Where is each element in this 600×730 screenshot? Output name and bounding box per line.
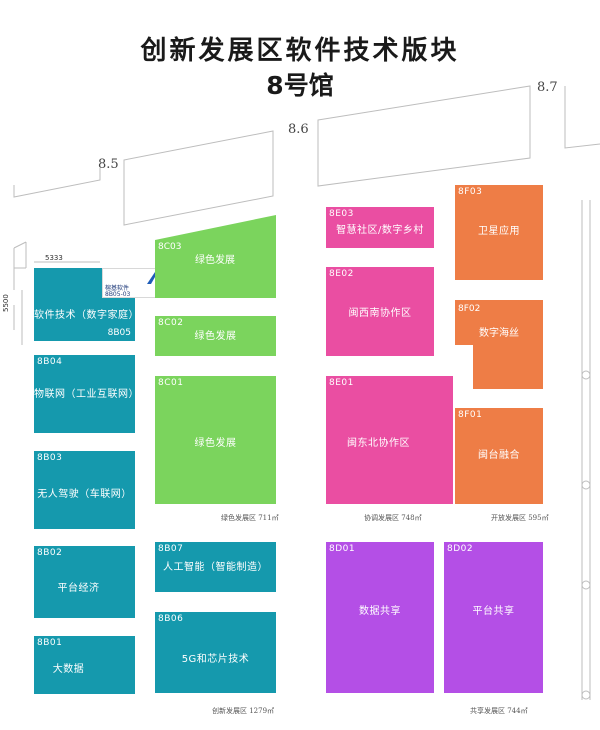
booth-code: 8F01 bbox=[458, 410, 483, 420]
booth-name: 闽台融合 bbox=[478, 450, 520, 461]
booth-name: 平台共享 bbox=[472, 606, 515, 617]
booth-8e02[interactable]: 8E02 闽西南协作区 bbox=[326, 267, 434, 356]
booth-code: 8B01 bbox=[37, 638, 63, 648]
booth-code: 8F02 bbox=[458, 304, 480, 314]
booth-8c03[interactable]: 8C03 绿色发展 bbox=[155, 215, 276, 298]
booth-8b03[interactable]: 8B03 无人驾驶（车联网） bbox=[34, 451, 135, 529]
booth-name: 卫星应用 bbox=[478, 226, 520, 237]
booth-name: 绿色发展 bbox=[194, 331, 237, 342]
booth-8f01[interactable]: 8F01 闽台融合 bbox=[455, 408, 543, 504]
booth-8b05[interactable]: 榕基软件 8B05-03 软件技术（数字家庭） 8B05 bbox=[34, 268, 167, 341]
zone-label-green: 绿色发展区 711㎡ bbox=[221, 514, 279, 522]
booth-name: 5G和芯片技术 bbox=[181, 654, 250, 665]
booth-name: 绿色发展 bbox=[195, 253, 235, 266]
booth-name: 无人驾驶（车联网） bbox=[37, 489, 132, 500]
zone-label-share: 共享发展区 744㎡ bbox=[470, 707, 528, 715]
booth-name: 数字海丝 bbox=[479, 326, 519, 339]
booth-8e03[interactable]: 8E03 智慧社区/数字乡村 bbox=[326, 207, 434, 248]
booth-code: 8E02 bbox=[329, 269, 354, 279]
booth-code: 8C01 bbox=[158, 378, 184, 388]
booth-8e01[interactable]: 8E01 闽东北协作区 bbox=[326, 376, 453, 504]
zone-label-coordination: 协调发展区 748㎡ bbox=[364, 514, 422, 522]
booth-name: 大数据 bbox=[52, 664, 85, 675]
hall-title: 8号馆 bbox=[266, 71, 334, 100]
booth-8c02[interactable]: 8C02 绿色发展 bbox=[155, 316, 276, 356]
booth-code: 8B03 bbox=[37, 453, 63, 463]
booth-code: 8D01 bbox=[329, 544, 356, 554]
booth-code: 8B07 bbox=[158, 544, 184, 554]
height-dimension: 5500 bbox=[2, 294, 10, 312]
booth-8b06[interactable]: 8B06 5G和芯片技术 bbox=[155, 612, 276, 693]
booth-8c01[interactable]: 8C01 绿色发展 bbox=[155, 376, 276, 504]
zone-label-innovation: 创新发展区 1279㎡ bbox=[212, 707, 275, 715]
booth-8f03[interactable]: 8F03 卫星应用 bbox=[455, 185, 543, 280]
booth-8d02[interactable]: 8D02 平台共享 bbox=[444, 542, 543, 693]
grid-label-8-5: 8.5 bbox=[98, 157, 119, 172]
booth-code: 8E01 bbox=[329, 378, 354, 388]
booth-code: 8D02 bbox=[447, 544, 474, 554]
booth-name: 平台经济 bbox=[57, 583, 100, 594]
booth-code: 8B05 bbox=[107, 328, 131, 338]
booth-name: 物联网（工业互联网） bbox=[34, 389, 139, 400]
map-title: 创新发展区软件技术版块 bbox=[140, 36, 460, 66]
logo-booth-code: 8B05-03 bbox=[105, 291, 131, 298]
booth-code: 8E03 bbox=[329, 209, 354, 219]
booth-code: 8B02 bbox=[37, 548, 63, 558]
booth-code: 8F03 bbox=[458, 187, 483, 197]
grid-label-8-6: 8.6 bbox=[288, 122, 309, 137]
width-dimension: 5333 bbox=[45, 254, 63, 262]
booth-8b04[interactable]: 8B04 物联网（工业互联网） bbox=[34, 355, 139, 433]
logo-company-name: 榕基软件 bbox=[105, 285, 130, 292]
booth-8b02[interactable]: 8B02 平台经济 bbox=[34, 546, 135, 618]
booth-8d01[interactable]: 8D01 数据共享 bbox=[326, 542, 434, 693]
booth-name: 智慧社区/数字乡村 bbox=[336, 225, 424, 236]
booth-8f02[interactable]: 8F02 数字海丝 bbox=[455, 300, 543, 389]
booth-name: 人工智能（智能制造） bbox=[163, 562, 268, 573]
booth-name: 软件技术（数字家庭） bbox=[34, 310, 139, 321]
booth-code: 8C02 bbox=[158, 318, 184, 328]
booth-name: 闽西南协作区 bbox=[348, 308, 412, 319]
booth-8b07[interactable]: 8B07 人工智能（智能制造） bbox=[155, 542, 276, 592]
booth-code: 8B06 bbox=[158, 614, 184, 624]
booth-8b01[interactable]: 8B01 大数据 bbox=[34, 636, 135, 694]
grid-label-8-7: 8.7 bbox=[537, 80, 558, 95]
zone-label-open: 开放发展区 595㎡ bbox=[491, 514, 549, 522]
booth-name: 闽东北协作区 bbox=[347, 438, 410, 449]
booth-code: 8C03 bbox=[158, 242, 181, 252]
booth-name: 绿色发展 bbox=[194, 438, 237, 449]
booth-name: 数据共享 bbox=[359, 606, 401, 617]
booth-code: 8B04 bbox=[37, 357, 63, 367]
